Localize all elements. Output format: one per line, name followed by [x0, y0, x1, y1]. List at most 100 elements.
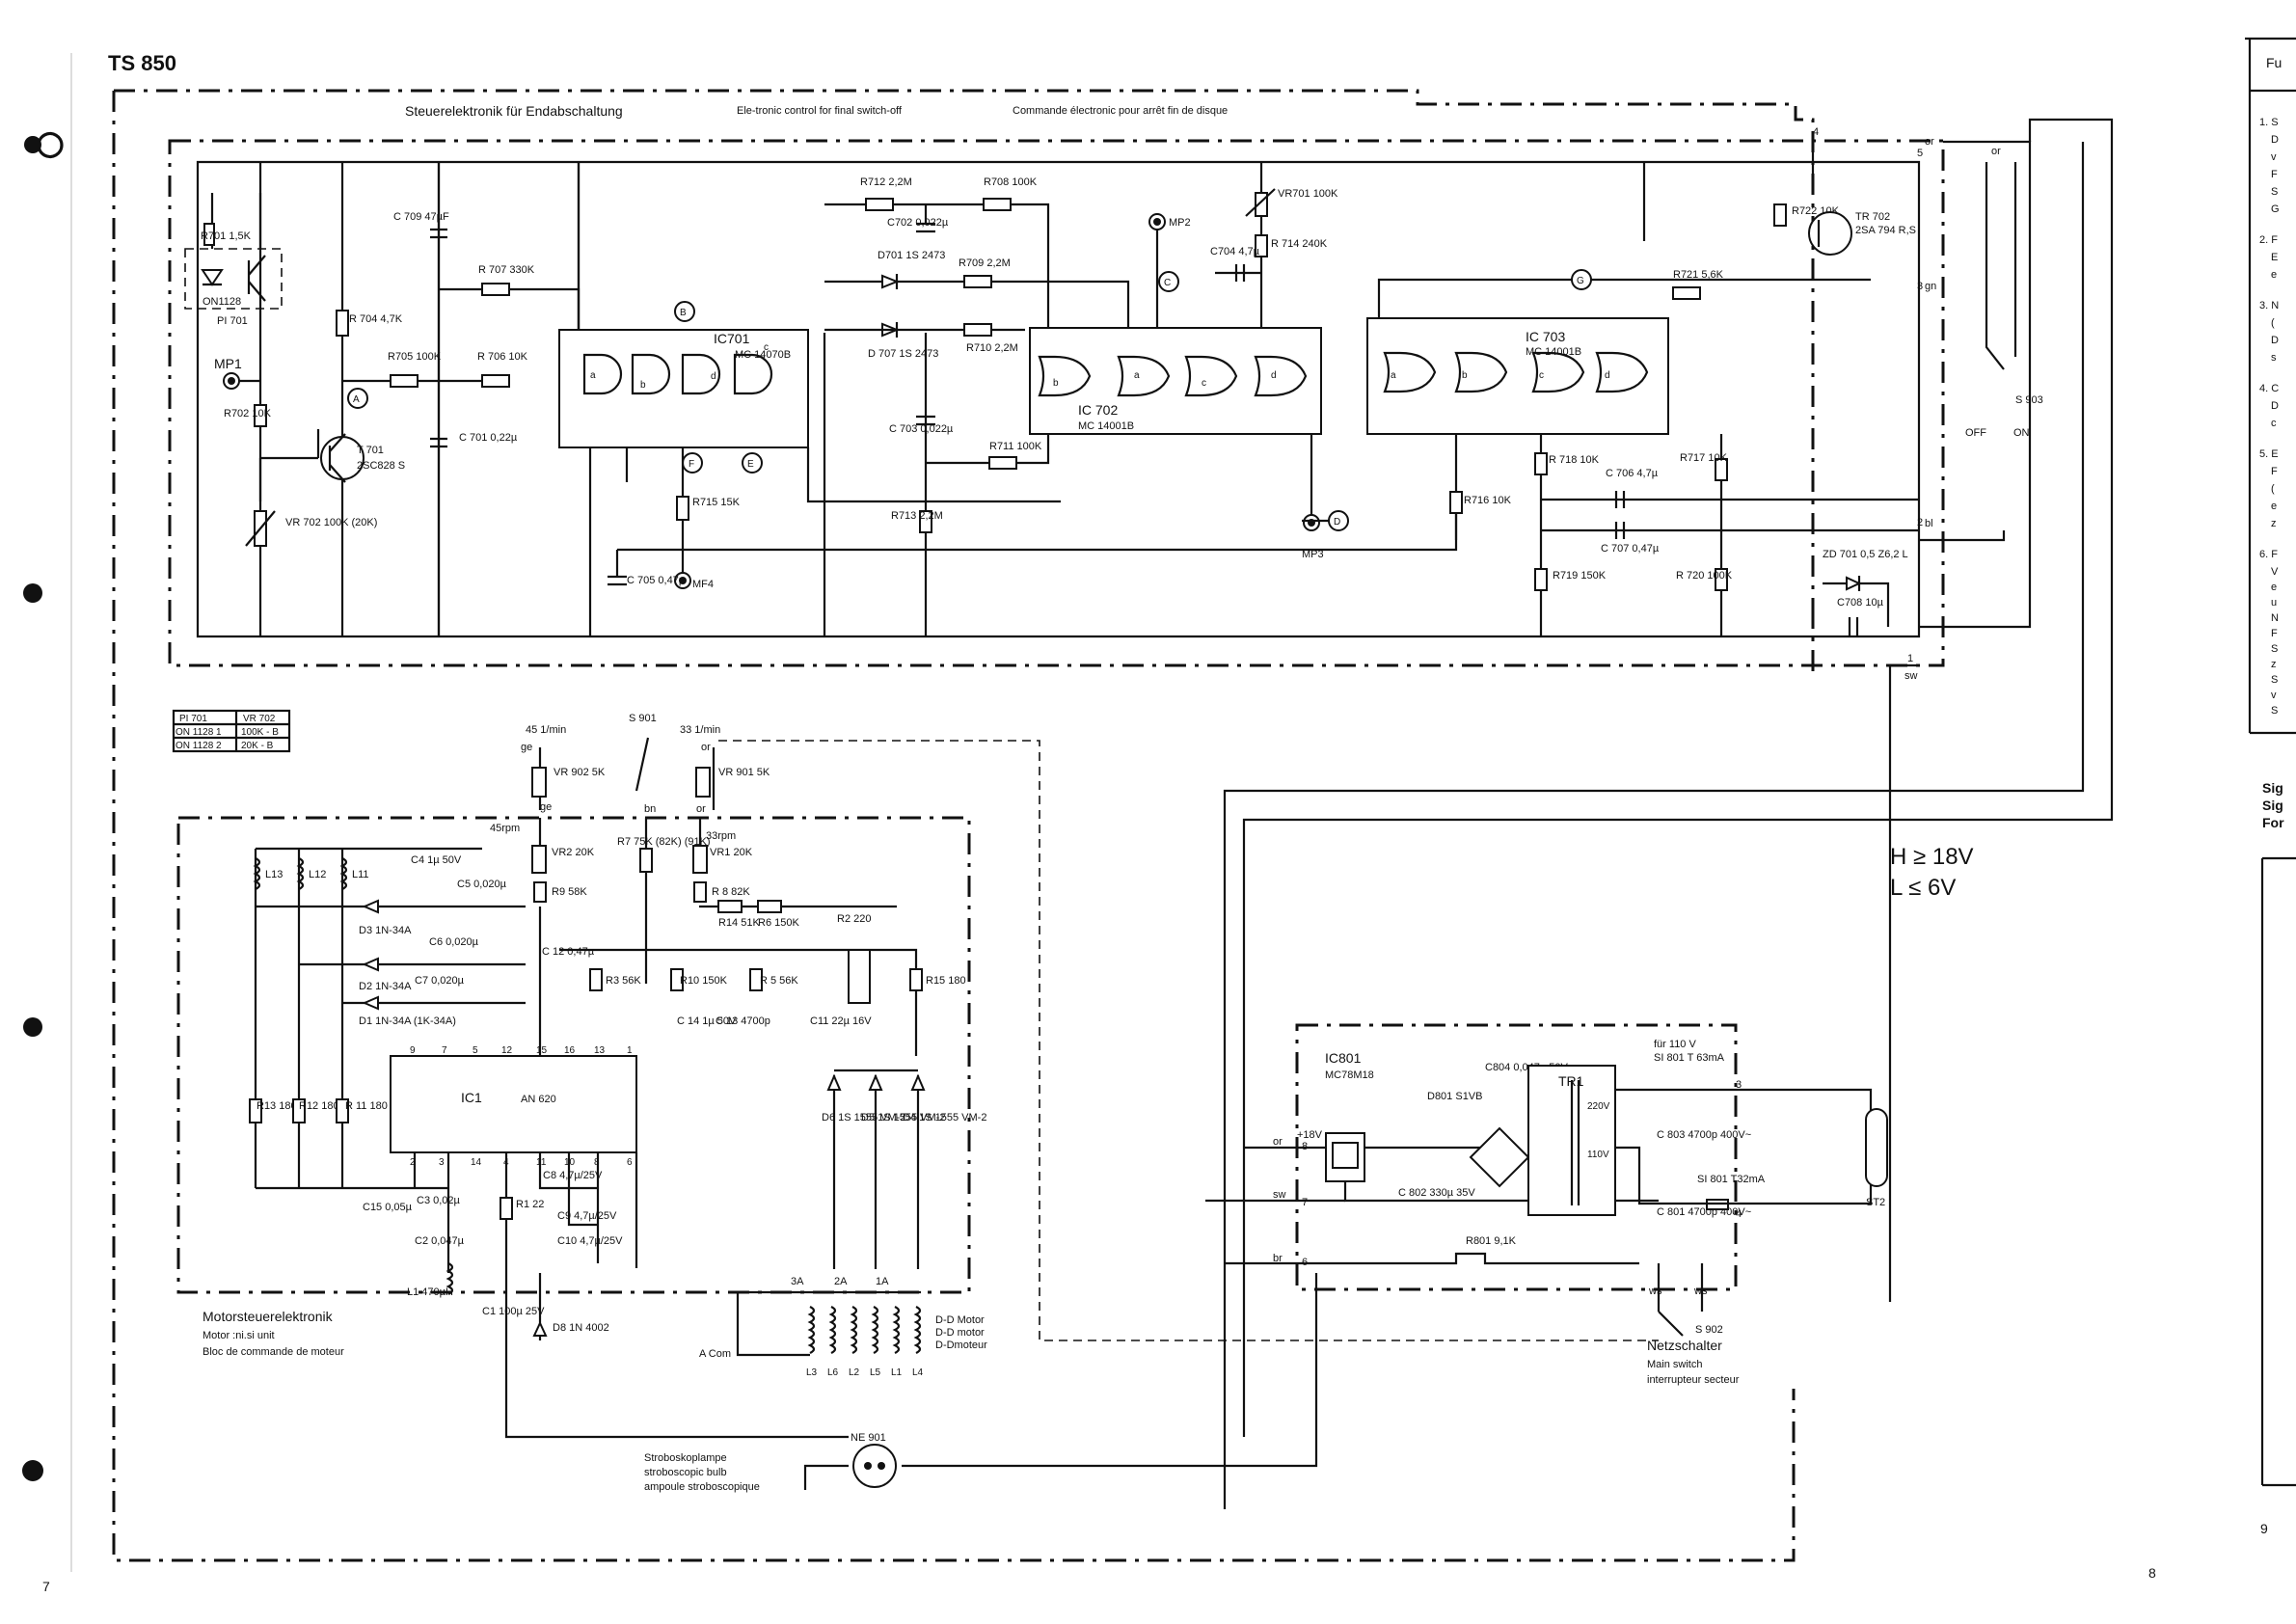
final-switch-off-title-en: Ele-tronic control for final switch-off — [737, 105, 903, 117]
table-header-1: VR 702 — [243, 714, 276, 724]
strobe-label-de: Stroboskoplampe — [644, 1452, 727, 1464]
ic801-type: MC78M18 — [1325, 1069, 1374, 1081]
final-switch-off-title-fr: Commande électronic pour arrêt fin de di… — [1013, 105, 1228, 117]
tr1-110v: 110V — [1587, 1150, 1609, 1160]
dd-motor-en: D-D motor — [935, 1327, 985, 1339]
mp1-label: MP1 — [214, 356, 242, 371]
phase-1a: 1A — [876, 1276, 889, 1287]
d8-label: D8 1N 4002 — [553, 1322, 609, 1334]
c709-label: C 709 47µF — [393, 211, 449, 223]
svg-text:b: b — [640, 380, 646, 391]
c5-label: C5 0,020µ — [457, 879, 507, 890]
c3-label: C3 0,02µ — [417, 1195, 461, 1206]
vr702-label: VR 702 100K (20K) — [285, 517, 377, 528]
a-com-label: A Com — [699, 1348, 731, 1360]
vr902-label: VR 902 5K — [554, 767, 606, 778]
s901-label: S 901 — [629, 713, 657, 724]
table-header-0: PI 701 — [179, 714, 207, 724]
right-page-tab: Fu — [2266, 55, 2282, 70]
vr701-label: VR701 100K — [1278, 188, 1338, 200]
conn-bl: bl — [1925, 518, 1933, 529]
svg-text:c: c — [1202, 378, 1206, 389]
svg-text:a: a — [590, 370, 596, 381]
motor-title-en: Motor :ni.si unit — [203, 1330, 275, 1341]
rp-item-1-5: G — [2271, 203, 2280, 215]
c9-label: C9 4,7µ/25V — [557, 1210, 617, 1222]
ic1-pin-bottom-4: 11 — [536, 1157, 547, 1168]
ic703-ref: IC 703 — [1526, 329, 1565, 344]
r801-label: R801 9,1K — [1466, 1235, 1517, 1247]
rp-item-1-1: D — [2271, 134, 2279, 146]
rp-sig-2: For — [2262, 815, 2284, 830]
r5-label: R 5 56K — [760, 975, 798, 987]
rp-item-3-3: s — [2271, 352, 2277, 364]
motor-control-circuit: 45rpm 33rpm VR2 20K VR1 20K R9 58K R7 75… — [203, 818, 986, 1358]
r11-label: R 11 180 — [345, 1100, 388, 1112]
r716-label: R716 10K — [1464, 495, 1512, 506]
c706-label: C 706 4,7µ — [1606, 468, 1659, 479]
mp3-label: MP3 — [1302, 549, 1324, 560]
d701-label: D701 1S 2473 — [878, 250, 945, 261]
c704-label: C704 4,7µ — [1210, 246, 1260, 257]
rp-item-6-2: e — [2271, 582, 2277, 593]
optocoupler-pi701: R701 1,5K ON1128 PI 701 — [184, 193, 283, 327]
c4-label: C4 1µ 50V — [411, 854, 462, 866]
ic702-type: MC 14001B — [1078, 420, 1134, 432]
output-switch: R722 10K TR 702 2SA 794 R,S S 903 OFF ON… — [1773, 126, 2043, 682]
tp-a: A — [353, 394, 360, 405]
table-cell-1-1: 20K - B — [241, 741, 274, 751]
d707-label: D 707 1S 2473 — [868, 348, 938, 360]
conn-or-mid: or — [696, 803, 706, 815]
r720-label: R 720 100K — [1676, 570, 1733, 582]
label-45rpm: 45rpm — [490, 823, 520, 834]
for110-label: für 110 V — [1654, 1039, 1696, 1050]
svg-text:a: a — [1391, 370, 1396, 381]
page-number-right: 9 — [2260, 1521, 2268, 1536]
r719-label: R719 150K — [1553, 570, 1607, 582]
rp-item-6-9: v — [2271, 690, 2277, 701]
d801-label: D801 S1VB — [1427, 1091, 1482, 1102]
ic1-pin-top-2: 5 — [473, 1045, 478, 1056]
d5-label: D5 1S 1555 VM-2 — [861, 1112, 945, 1123]
power-pin3: 3 — [1736, 1079, 1742, 1091]
rp-item-1-3: F — [2271, 169, 2278, 180]
rp-item-1-0: 1. S — [2259, 117, 2279, 128]
ic703-type: MC 14001B — [1526, 346, 1581, 358]
ic1-pin-bottom-1: 3 — [439, 1157, 445, 1168]
t701-type: 2SC828 S — [357, 460, 405, 472]
si801-bottom-label: SI 801 T32mA — [1697, 1174, 1766, 1185]
conn-or-power: or — [1273, 1136, 1283, 1148]
rp-item-2-0: 2. F — [2259, 234, 2278, 246]
optocoupler-part-label: ON1128 — [203, 296, 241, 308]
final-switch-off-title-de: Steuerelektronik für Endabschaltung — [405, 103, 623, 119]
rp-item-6-5: F — [2271, 628, 2278, 639]
power-pin6: 6 — [1302, 1257, 1308, 1268]
r711-label: R711 100K — [989, 441, 1042, 452]
c702-label: C702 0,022µ — [887, 217, 949, 229]
binder-holes — [22, 53, 72, 1572]
ws-left: ws — [1648, 1286, 1662, 1297]
r715-label: R715 15K — [692, 497, 741, 508]
rp-item-6-1: V — [2271, 566, 2279, 578]
tr702-type: 2SA 794 R,S — [1855, 225, 1916, 236]
r8-label: R 8 82K — [712, 886, 750, 898]
r721-label: R721 5,6K — [1673, 269, 1724, 281]
vr701-network: VR701 100K R 714 240K C704 4,7µ C — [1158, 162, 1338, 328]
rp-item-6-10: S — [2271, 705, 2278, 717]
dd-motor-de: D-D Motor — [935, 1314, 985, 1326]
label-33rpm: 33rpm — [706, 830, 736, 842]
svg-text:b: b — [1462, 370, 1468, 381]
r12-label: R12 180 — [299, 1100, 339, 1112]
pin5-final: 5 — [1917, 148, 1923, 159]
conn-sw: sw — [1904, 670, 1918, 682]
power-pin4: 4 — [1736, 1208, 1742, 1220]
conn-or-top: or — [1925, 136, 1934, 148]
vr702-lookup-table: PI 701 VR 702 ON 1128 1 100K - B ON 1128… — [172, 709, 291, 753]
l1-label: L1 470µH — [407, 1286, 453, 1298]
conn-or-right: or — [1991, 146, 2001, 157]
rp-sig-0: Sig — [2262, 780, 2283, 796]
rp-item-5-4: z — [2271, 518, 2277, 529]
c7-label: C7 0,020µ — [415, 975, 465, 987]
svg-text:d: d — [1271, 370, 1277, 381]
phase-2a: 2A — [834, 1276, 848, 1287]
